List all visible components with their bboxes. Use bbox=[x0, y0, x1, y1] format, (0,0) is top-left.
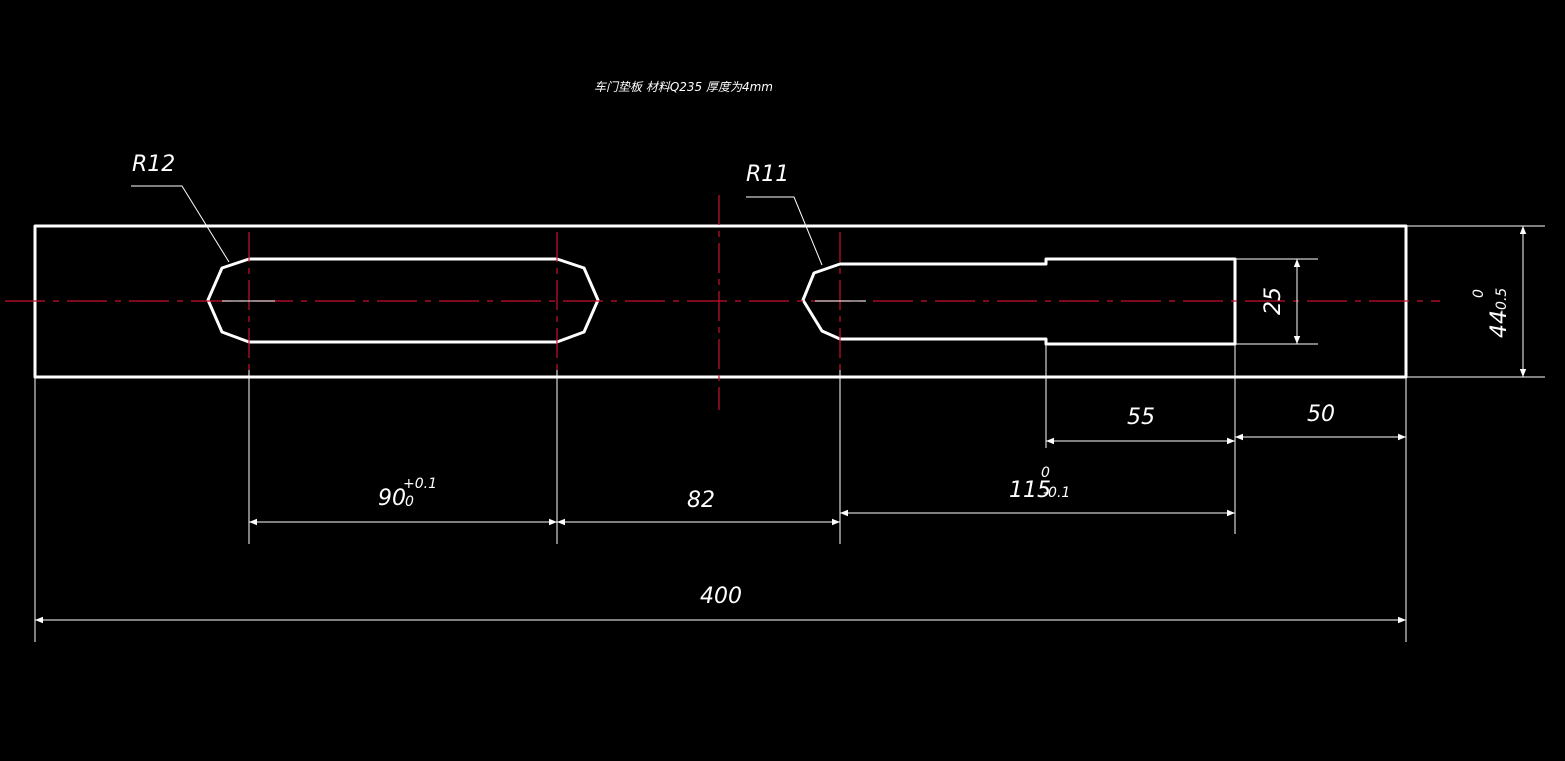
r12-leader bbox=[131, 185, 230, 263]
dim-slot-lower-tol: 0 bbox=[405, 494, 414, 510]
dim-slot2-length: 115 bbox=[1009, 478, 1051, 503]
right-slot bbox=[801, 257, 1237, 346]
dim-height-lower-tol: -0.5 bbox=[1494, 288, 1510, 315]
dim-step-length: 55 bbox=[1127, 405, 1155, 430]
dim-slot-width: 25 bbox=[1261, 287, 1286, 315]
dim-height-upper-tol: 0 bbox=[1471, 289, 1487, 298]
r11-label: R11 bbox=[746, 162, 789, 187]
dim-slot2-lower-tol: -0.1 bbox=[1043, 485, 1070, 501]
dim-slot-length: 90 bbox=[378, 486, 406, 511]
drawing-title: 车门垫板 材料Q235 厚度为4mm bbox=[594, 80, 773, 94]
dim-slot2-upper-tol: 0 bbox=[1041, 465, 1050, 481]
dim-overall-length: 400 bbox=[700, 584, 742, 609]
dim-slot-upper-tol: +0.1 bbox=[403, 476, 437, 492]
dim-height: 44 bbox=[1487, 310, 1512, 338]
r11-leader bbox=[746, 196, 823, 266]
dim-end-margin: 50 bbox=[1307, 402, 1335, 427]
r12-label: R12 bbox=[132, 152, 175, 177]
dim-spacing: 82 bbox=[687, 488, 715, 513]
